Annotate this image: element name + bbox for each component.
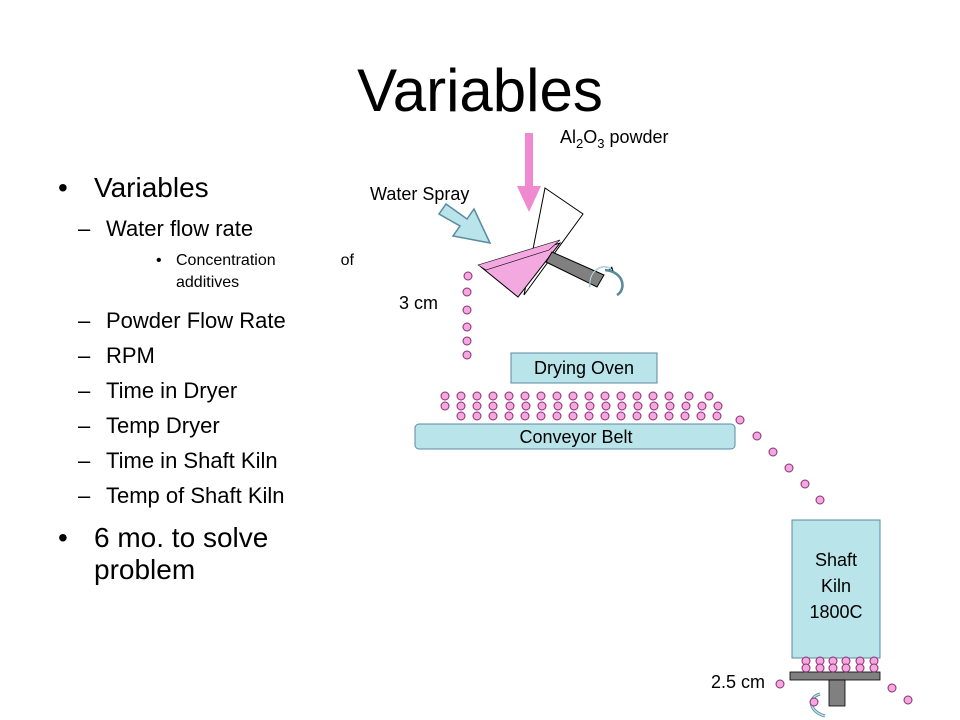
particle — [568, 411, 578, 421]
particle — [869, 663, 879, 673]
particle — [488, 411, 498, 421]
particle — [665, 401, 675, 411]
particle — [632, 411, 642, 421]
particle — [462, 336, 472, 346]
particle — [537, 401, 547, 411]
particle — [768, 447, 778, 457]
svg-text:1800C: 1800C — [809, 602, 862, 622]
particle — [617, 401, 627, 411]
particle — [697, 401, 707, 411]
particle — [632, 391, 642, 401]
svg-text:Shaft: Shaft — [815, 550, 857, 570]
particle — [488, 401, 498, 411]
particle — [828, 663, 838, 673]
particle — [801, 663, 811, 673]
particle — [440, 401, 450, 411]
particle — [521, 401, 531, 411]
particle — [568, 391, 578, 401]
particle — [462, 287, 472, 297]
particle — [616, 391, 626, 401]
particle — [536, 411, 546, 421]
particle — [584, 391, 594, 401]
particle — [520, 391, 530, 401]
water-spray-label: Water Spray — [370, 184, 469, 204]
particle — [855, 663, 865, 673]
particle — [600, 391, 610, 401]
particle — [536, 391, 546, 401]
particle — [462, 322, 472, 332]
particle — [681, 401, 691, 411]
particle — [648, 391, 658, 401]
particle — [704, 391, 714, 401]
three-cm-label: 3 cm — [399, 293, 438, 313]
particle — [712, 411, 722, 421]
particle — [472, 401, 482, 411]
particle — [504, 391, 514, 401]
particle — [649, 401, 659, 411]
particle — [520, 411, 530, 421]
particle — [809, 697, 819, 707]
particle — [584, 411, 594, 421]
particle — [775, 679, 785, 689]
particles — [440, 271, 913, 707]
particle — [456, 411, 466, 421]
powder-feed-arrow — [517, 133, 541, 212]
particle — [680, 411, 690, 421]
svg-text:Conveyor Belt: Conveyor Belt — [519, 427, 632, 447]
svg-text:Drying Oven: Drying Oven — [534, 358, 634, 378]
particle — [505, 401, 515, 411]
particle — [684, 391, 694, 401]
two-five-cm-label: 2.5 cm — [711, 672, 765, 692]
particle — [648, 411, 658, 421]
particle — [456, 401, 466, 411]
particle — [553, 401, 563, 411]
slide-title: Variables — [357, 57, 603, 124]
water-spray-arrow — [437, 202, 492, 245]
particle — [713, 401, 723, 411]
svg-text:Kiln: Kiln — [821, 576, 851, 596]
particle — [488, 391, 498, 401]
particle — [462, 305, 472, 315]
particle — [887, 683, 897, 693]
particle — [552, 411, 562, 421]
particle — [664, 391, 674, 401]
particle — [664, 411, 674, 421]
particle — [569, 401, 579, 411]
particle — [616, 411, 626, 421]
particle — [633, 401, 643, 411]
particle — [552, 391, 562, 401]
particle — [752, 431, 762, 441]
powder-label: Al2O3 powder — [560, 127, 669, 151]
particle — [456, 391, 466, 401]
particle — [903, 695, 913, 705]
atomizer-disc — [477, 187, 624, 298]
particle — [585, 401, 595, 411]
particle — [601, 401, 611, 411]
particle — [463, 271, 473, 281]
particle — [462, 350, 472, 360]
particle — [440, 391, 450, 401]
particle — [735, 415, 745, 425]
particle — [815, 495, 825, 505]
particle — [815, 663, 825, 673]
kiln-base — [789, 671, 881, 718]
particle — [504, 411, 514, 421]
conveyor-belt: Conveyor Belt — [414, 423, 736, 450]
particle — [841, 663, 851, 673]
particle — [784, 463, 794, 473]
shaft-kiln: Shaft Kiln 1800C — [791, 519, 881, 659]
particle — [696, 411, 706, 421]
particle — [600, 411, 610, 421]
particle — [800, 479, 810, 489]
drying-oven: Drying Oven — [510, 352, 658, 384]
particle — [472, 411, 482, 421]
particle — [472, 391, 482, 401]
